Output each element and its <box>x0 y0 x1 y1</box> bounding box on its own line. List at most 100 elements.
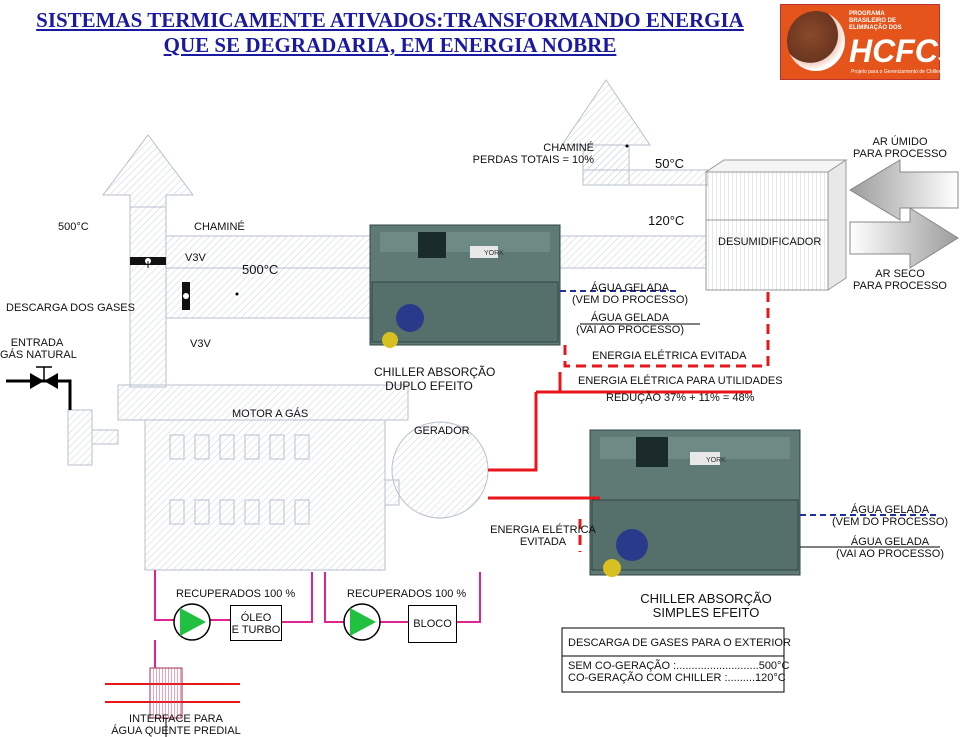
label-electric-avoided: ENERGIA ELÉTRICA EVITADA <box>592 350 747 362</box>
label-dehumidifier: DESUMIDIFICADOR <box>718 236 822 248</box>
chiller-single-effect <box>589 429 801 577</box>
label-temp-50: 50°C <box>655 156 685 171</box>
label-gas-discharge: DESCARGA DOS GASES <box>6 302 135 314</box>
hot-water-loop-2 <box>324 572 345 623</box>
oil-turbo-line1: ÓLEO <box>240 612 272 624</box>
engine-shaft-left <box>91 429 119 445</box>
label-with-cogeneration: CO-GERAÇÃO COM CHILLER :.........120°C <box>568 672 786 684</box>
dehumidifier-side <box>827 159 847 291</box>
label-electric-avoided-2-line1: ENERGIA ELÉTRICA <box>490 524 596 536</box>
label-dry-air-line2: PARA PROCESSO <box>853 280 947 292</box>
label-temp-500-top: 500°C <box>58 221 89 233</box>
label-chilled-water-in-2-line1: ÁGUA GELADA <box>850 504 930 516</box>
label-dry-air-line1: AR SECO <box>875 268 925 280</box>
label-chilled-water-in-2-line2: (VEM DO PROCESSO) <box>831 516 949 528</box>
humid-air-arrow <box>849 159 959 221</box>
label-reduction: REDUÇÃO 37% + 11% = 48% <box>606 392 755 404</box>
label-humid-air-line2: PARA PROCESSO <box>853 148 947 160</box>
label-chilled-water-out-1-line2: (VAI AO PROCESSO) <box>576 324 684 336</box>
label-chiller-double-effect: CHILLER ABSORÇÃO DUPLO EFEITO <box>374 365 496 393</box>
label-chimney-losses-line1: CHAMINÉ <box>543 142 594 154</box>
label-recovered-1: RECUPERADOS 100 % <box>176 588 296 600</box>
label-chilled-water-out-2-line2: (VAI AO PROCESSO) <box>836 548 944 560</box>
label-chilled-water-in-1: ÁGUA GELADA (VEM DO PROCESSO) <box>570 282 690 306</box>
label-chilled-water-in-1-line1: ÁGUA GELADA <box>590 282 670 294</box>
label-humid-air: AR ÚMIDO PARA PROCESSO <box>850 136 950 160</box>
label-chilled-water-out-2: ÁGUA GELADA (VAI AO PROCESSO) <box>820 536 960 560</box>
exhaust-duct-lower <box>165 267 377 319</box>
label-without-cogeneration: SEM CO-GERAÇÃO :........................… <box>568 660 790 672</box>
label-gas-inlet-line2: GÁS NATURAL <box>0 349 77 361</box>
engine-block-label: BLOCO <box>413 618 452 630</box>
label-dry-air: AR SECO PARA PROCESSO <box>850 268 950 292</box>
heat-exchanger-icon <box>149 667 183 719</box>
label-hot-water-interface-line2: ÁGUA QUENTE PREDIAL <box>111 725 241 737</box>
dry-air-arrow <box>849 207 959 269</box>
label-recovered-2: RECUPERADOS 100 % <box>347 588 467 600</box>
chiller-badge-2: YORK <box>706 457 726 464</box>
label-chilled-water-in-2: ÁGUA GELADA (VEM DO PROCESSO) <box>820 504 960 528</box>
hot-water-loop-1 <box>154 570 175 621</box>
label-humid-air-line1: AR ÚMIDO <box>872 136 928 148</box>
label-chilled-water-out-2-line1: ÁGUA GELADA <box>850 536 930 548</box>
logo-program-text: PROGRAMA BRASILEIRO DE ELIMINAÇÃO DOS <box>849 11 902 31</box>
label-chimney: CHAMINÉ <box>194 221 245 233</box>
hot-water-loop-2c <box>455 572 481 623</box>
label-electric-avoided-2: ENERGIA ELÉTRICA EVITADA <box>488 524 598 548</box>
engine-top <box>117 384 409 421</box>
label-electric-avoided-2-line2: EVITADA <box>519 536 567 548</box>
duct-to-dehumidifier <box>582 169 709 186</box>
label-chilled-water-out-1-line1: ÁGUA GELADA <box>590 312 670 324</box>
engine-cylinders <box>169 434 310 525</box>
generator-shaft <box>384 479 400 506</box>
label-chiller-single-effect-line2: SIMPLES EFEITO <box>652 605 760 620</box>
logo-subtitle: Projeto para o Gerenciamento de Chillers <box>851 69 943 75</box>
engine-block-box: BLOCO <box>408 605 457 643</box>
chimney-arrow-left <box>102 134 194 208</box>
label-gas-inlet: ENTRADA GÁS NATURAL <box>0 337 77 361</box>
chiller-badge-1: YORK <box>484 250 504 257</box>
label-gas-inlet-line1: ENTRADA <box>10 337 64 349</box>
label-temp-500-mid: 500°C <box>242 262 279 277</box>
pump-icon-1 <box>173 603 211 641</box>
electric-avoided-1 <box>563 290 770 368</box>
label-exhaust-discharge: DESCARGA DE GASES PARA O EXTERIOR <box>568 637 791 649</box>
label-v3v-bottom: V3V <box>190 338 211 350</box>
engine-body <box>144 419 386 571</box>
label-chiller-double-effect-line2: DUPLO EFEITO <box>385 379 473 393</box>
v3v-valve-side <box>182 282 190 310</box>
program-logo: PROGRAMA BRASILEIRO DE ELIMINAÇÃO DOS HC… <box>780 4 956 80</box>
logo-brand: HCFCs <box>849 33 956 69</box>
label-chimney-losses-line2: PERDAS TOTAIS = 10% <box>472 154 594 166</box>
label-chilled-water-in-1-line2: (VEM DO PROCESSO) <box>571 294 689 306</box>
electric-from-generator <box>488 392 538 472</box>
label-chiller-single-effect-line1: CHILLER ABSORÇÃO <box>640 591 772 606</box>
label-temp-120: 120°C <box>648 213 685 228</box>
label-hot-water-interface: INTERFACE PARA ÁGUA QUENTE PREDIAL <box>108 713 244 737</box>
globe-icon <box>787 11 845 71</box>
chiller-double-effect <box>369 224 561 348</box>
oil-turbo-line2: E TURBO <box>231 624 281 636</box>
oil-turbo-box: ÓLEO E TURBO <box>230 605 282 641</box>
label-generator: GERADOR <box>414 425 470 437</box>
pump-icon-2 <box>343 603 381 641</box>
label-v3v-top: V3V <box>185 252 206 264</box>
exhaust-info-box <box>561 627 785 693</box>
label-chiller-single-effect: CHILLER ABSORÇÃO SIMPLES EFEITO <box>636 592 776 620</box>
hot-water-loop-1c <box>282 572 313 623</box>
dehumidifier-lower <box>705 219 829 291</box>
label-chiller-double-effect-line1: CHILLER ABSORÇÃO <box>374 365 496 379</box>
dehumidifier-upper <box>705 171 829 221</box>
label-chimney-losses: CHAMINÉ PERDAS TOTAIS = 10% <box>470 142 594 166</box>
engine-left-cap <box>67 409 93 466</box>
page-title: SISTEMAS TERMICAMENTE ATIVADOS:TRANSFORM… <box>36 8 744 57</box>
dehumidifier-top <box>704 159 848 173</box>
label-gas-engine: MOTOR A GÁS <box>232 408 309 420</box>
gas-valve-icon <box>30 373 44 389</box>
label-chilled-water-out-1: ÁGUA GELADA (VAI AO PROCESSO) <box>570 312 690 336</box>
label-electric-utilities: ENERGIA ELÉTRICA PARA UTILIDADES <box>578 375 783 387</box>
gas-inlet <box>6 379 72 410</box>
chimney-duct-left <box>129 206 167 388</box>
label-hot-water-interface-line1: INTERFACE PARA <box>129 713 223 725</box>
